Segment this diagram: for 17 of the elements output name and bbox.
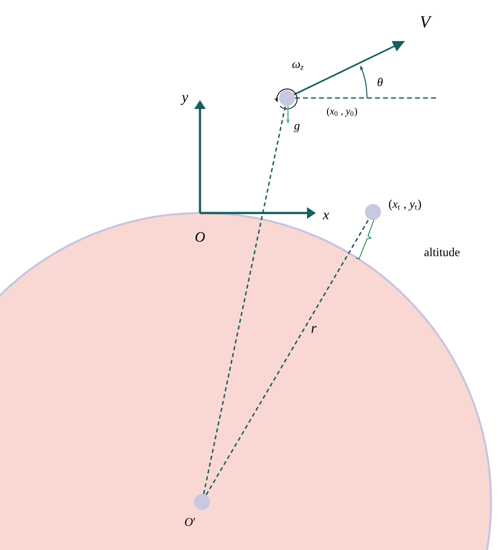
point-label: (x$_{t}$ , y$_{t}$) <box>388 200 421 210</box>
dashed-line <box>203 106 286 494</box>
altitude-label: altitude <box>424 248 460 256</box>
axis-label: y <box>180 95 188 105</box>
axis-label: x <box>322 212 330 220</box>
symbol-label: ω$_{z}$ <box>292 62 304 70</box>
origin-label: O <box>196 232 205 242</box>
edge-label: r <box>312 326 317 333</box>
symbol-label: g <box>294 124 300 132</box>
vector-label: V <box>420 16 432 28</box>
dashed-line <box>206 218 370 496</box>
point-marker <box>365 200 421 220</box>
point-marker <box>184 494 210 526</box>
point-label: O′ <box>184 518 196 526</box>
point-marker <box>279 90 358 117</box>
symbol-label: θ <box>378 78 383 86</box>
point-label: (x$_{0}$ , y$_{0}$) <box>326 107 358 117</box>
